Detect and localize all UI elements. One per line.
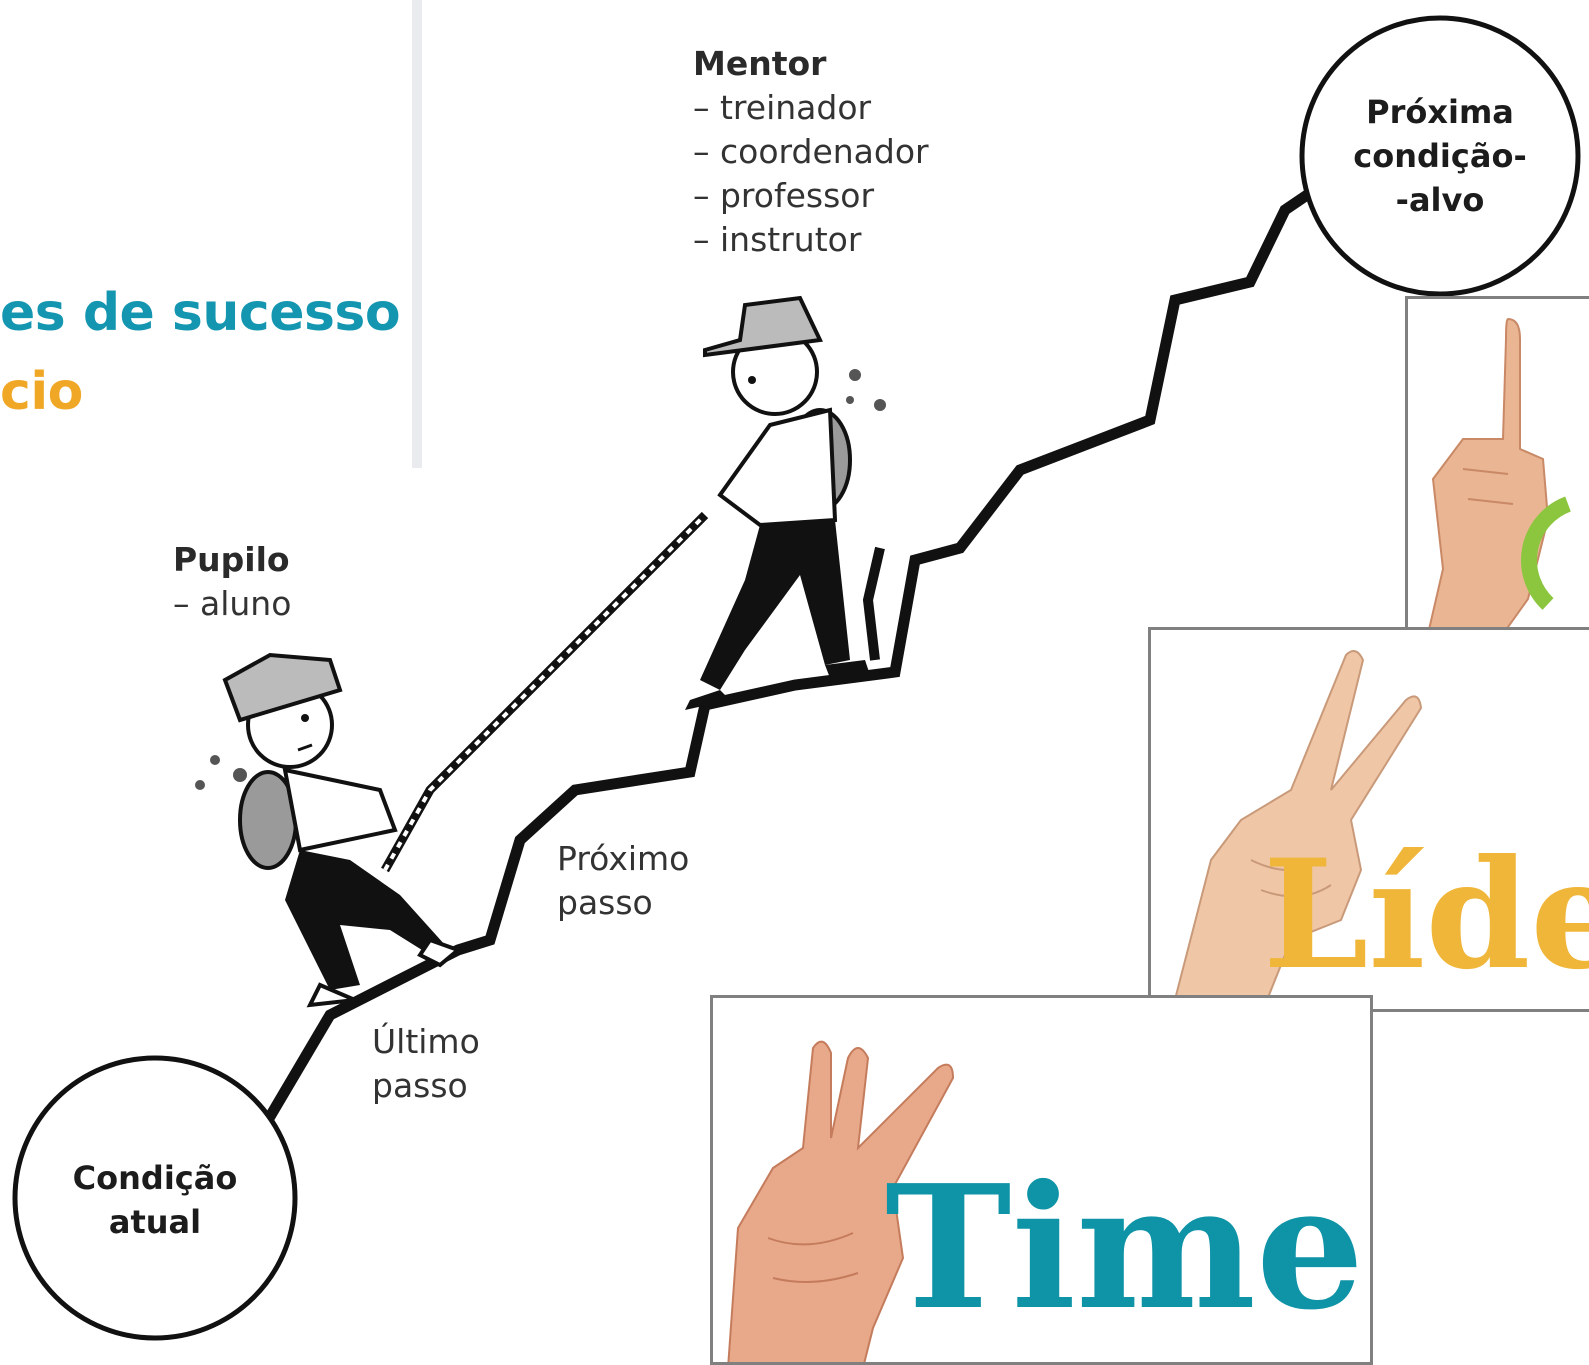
staircase-ridge — [263, 188, 1314, 1123]
pupil-title: Pupilo — [173, 540, 290, 579]
start-condition-line: atual — [108, 1203, 202, 1241]
mentor-label: Mentor – treinador – coordenador – profe… — [693, 42, 929, 262]
card-word-leader: Líde — [1263, 827, 1589, 1003]
last-step-line: Último — [372, 1022, 480, 1061]
two-finger-hand-icon — [1171, 650, 1423, 1009]
last-step-line: passo — [372, 1066, 468, 1105]
mentor-figure — [685, 295, 886, 710]
slide-edge-divider — [412, 0, 422, 468]
target-condition-line: Próxima — [1366, 93, 1514, 131]
next-step-line: Próximo — [557, 839, 690, 878]
card-one-finger — [1405, 296, 1589, 631]
pupil-role: – aluno — [173, 584, 292, 623]
card-two-fingers: Líde — [1148, 627, 1589, 1012]
next-step-line: passo — [557, 883, 653, 922]
target-condition-line: -alvo — [1395, 181, 1485, 219]
mentor-title: Mentor — [693, 44, 827, 83]
start-condition-circle — [12, 1055, 298, 1341]
slide-title-line-1: es de sucesso — [0, 283, 401, 343]
start-condition-line: Condição — [72, 1159, 238, 1197]
target-condition-text: Próxima condição- -alvo — [1325, 90, 1555, 222]
mentor-role: – coordenador — [693, 132, 929, 171]
last-step-label: Último passo — [372, 1020, 480, 1108]
three-finger-hand-icon — [727, 1040, 955, 1362]
mentor-role: – instrutor — [693, 220, 862, 259]
one-finger-hand-icon — [1428, 317, 1572, 628]
slide-title-line-2: cio — [0, 362, 83, 422]
card-word-team: Time — [885, 1148, 1365, 1348]
card-three-fingers: Time — [710, 995, 1373, 1365]
background-slide: es de sucesso cio — [0, 0, 422, 468]
mentor-role: – professor — [693, 176, 875, 215]
mentor-role: – treinador — [693, 88, 872, 127]
target-condition-circle — [1299, 15, 1581, 297]
start-condition-text: Condição atual — [40, 1156, 270, 1244]
target-condition-line: condição- — [1353, 137, 1527, 175]
next-step-label: Próximo passo — [557, 837, 689, 925]
pupil-label: Pupilo – aluno — [173, 538, 291, 626]
pupil-figure — [195, 652, 462, 1008]
